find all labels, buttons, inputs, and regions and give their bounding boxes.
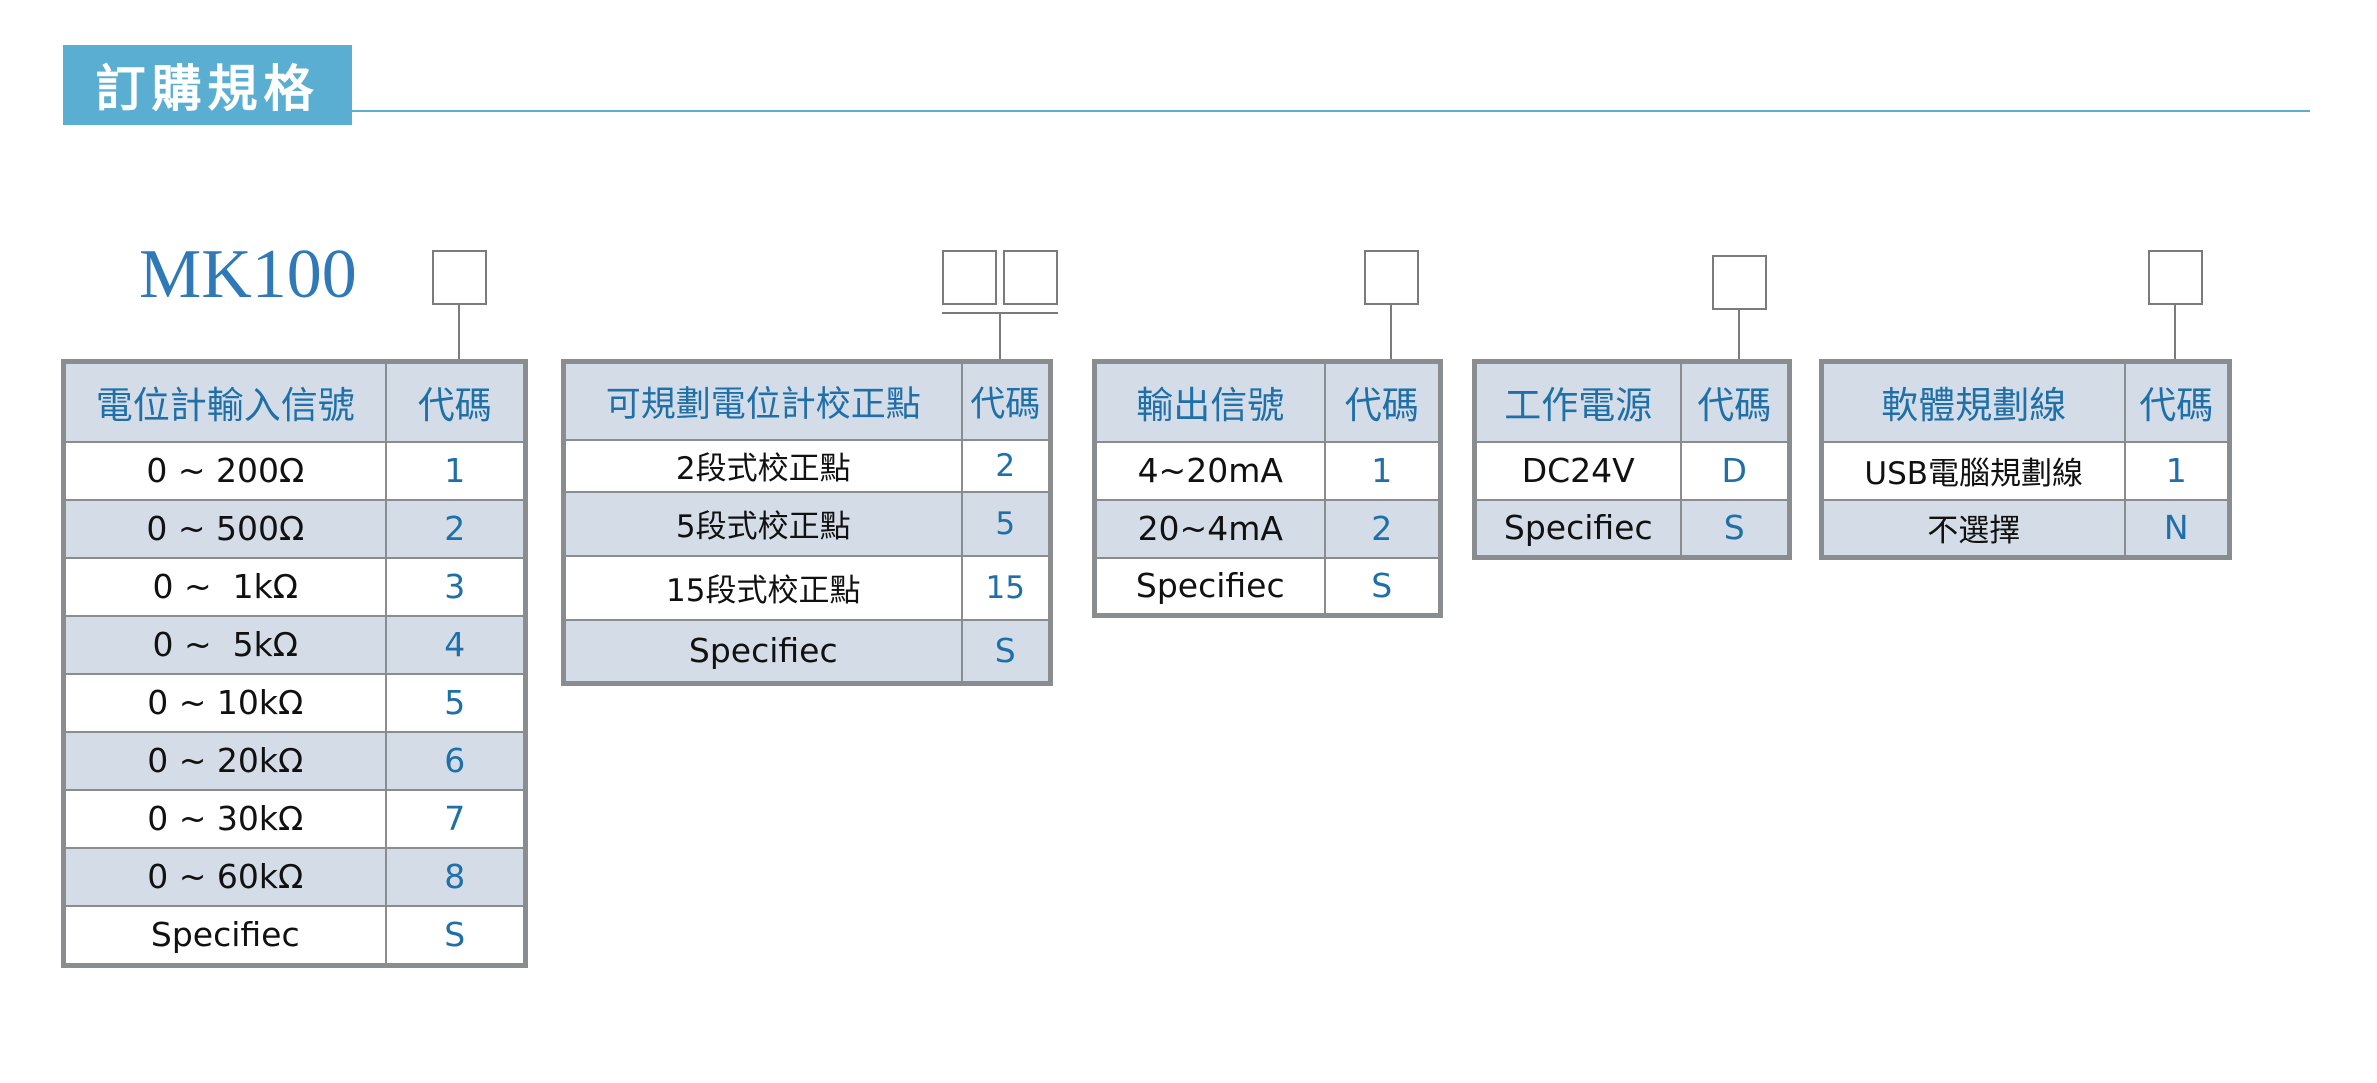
row-value: USB電腦規劃線 (1820, 440, 2126, 501)
col-header-code: 代碼 (960, 360, 1052, 441)
col-header-code: 代碼 (1323, 360, 1442, 443)
row-value: 0 ~ 5kΩ (62, 614, 387, 675)
row-code: 4 (384, 614, 527, 675)
table-header-row: 電位計輸入信號 代碼 (62, 360, 527, 443)
row-value: 5段式校正點 (562, 490, 963, 557)
row-value: 不選擇 (1820, 498, 2126, 559)
code-slot-power (1712, 255, 1767, 310)
row-value: Specifiec (1093, 556, 1326, 617)
row-value: 0 ~ 20kΩ (62, 730, 387, 791)
col-header-calibration: 可規劃電位計校正點 (562, 360, 963, 441)
row-code: 8 (384, 846, 527, 907)
row-code: 2 (1323, 498, 1442, 559)
row-code: 2 (960, 438, 1052, 493)
table-header-row: 軟體規劃線 代碼 (1820, 360, 2231, 443)
row-code: 1 (1323, 440, 1442, 501)
col-header-output: 輸出信號 (1093, 360, 1326, 443)
col-header-code: 代碼 (1679, 360, 1791, 443)
row-code: 3 (384, 556, 527, 617)
title-underline (352, 110, 2310, 112)
row-code: 15 (960, 554, 1052, 621)
row-value: Specifiec (1473, 498, 1682, 559)
connector-pot (458, 305, 460, 362)
code-slot-software (2148, 250, 2203, 305)
row-code: D (1679, 440, 1791, 501)
row-value: 20~4mA (1093, 498, 1326, 559)
row-code: 5 (960, 490, 1052, 557)
row-value: 0 ~ 200Ω (62, 440, 387, 501)
col-header-signal: 電位計輸入信號 (62, 360, 387, 443)
row-code: S (1679, 498, 1791, 559)
row-value: 4~20mA (1093, 440, 1326, 501)
connector-power (1738, 310, 1740, 362)
col-header-code: 代碼 (2123, 360, 2231, 443)
col-header-software: 軟體規劃線 (1820, 360, 2126, 443)
row-code: 5 (384, 672, 527, 733)
connector-out (1390, 305, 1392, 362)
col-header-power: 工作電源 (1473, 360, 1682, 443)
row-value: Specifiec (62, 904, 387, 967)
row-value: 0 ~ 500Ω (62, 498, 387, 559)
row-code: N (2123, 498, 2231, 559)
row-value: 0 ~ 1kΩ (62, 556, 387, 617)
row-code: 6 (384, 730, 527, 791)
code-slot-cal-2 (1003, 250, 1058, 305)
row-code: 7 (384, 788, 527, 849)
row-code: S (1323, 556, 1442, 617)
code-slot-cal-1 (942, 250, 997, 305)
code-slot-out (1364, 250, 1419, 305)
row-code: 2 (384, 498, 527, 559)
row-value: Specifiec (562, 618, 963, 685)
code-slot-pot (432, 250, 487, 305)
row-value: DC24V (1473, 440, 1682, 501)
row-value: 0 ~ 30kΩ (62, 788, 387, 849)
row-value: 15段式校正點 (562, 554, 963, 621)
row-value: 0 ~ 10kΩ (62, 672, 387, 733)
table-header-row: 輸出信號 代碼 (1093, 360, 1442, 443)
table-header-row: 工作電源 代碼 (1473, 360, 1791, 443)
row-code: 1 (2123, 440, 2231, 501)
row-value: 2段式校正點 (562, 438, 963, 493)
connector-software (2174, 305, 2176, 362)
row-code: S (384, 904, 527, 967)
table-header-row: 可規劃電位計校正點 代碼 (562, 360, 1052, 441)
section-title: 訂購規格 (63, 45, 352, 125)
row-value: 0 ~ 60kΩ (62, 846, 387, 907)
col-header-code: 代碼 (384, 360, 527, 443)
model-name: MK100 (139, 236, 357, 313)
connector-cal (999, 312, 1001, 362)
row-code: S (960, 618, 1052, 685)
row-code: 1 (384, 440, 527, 501)
